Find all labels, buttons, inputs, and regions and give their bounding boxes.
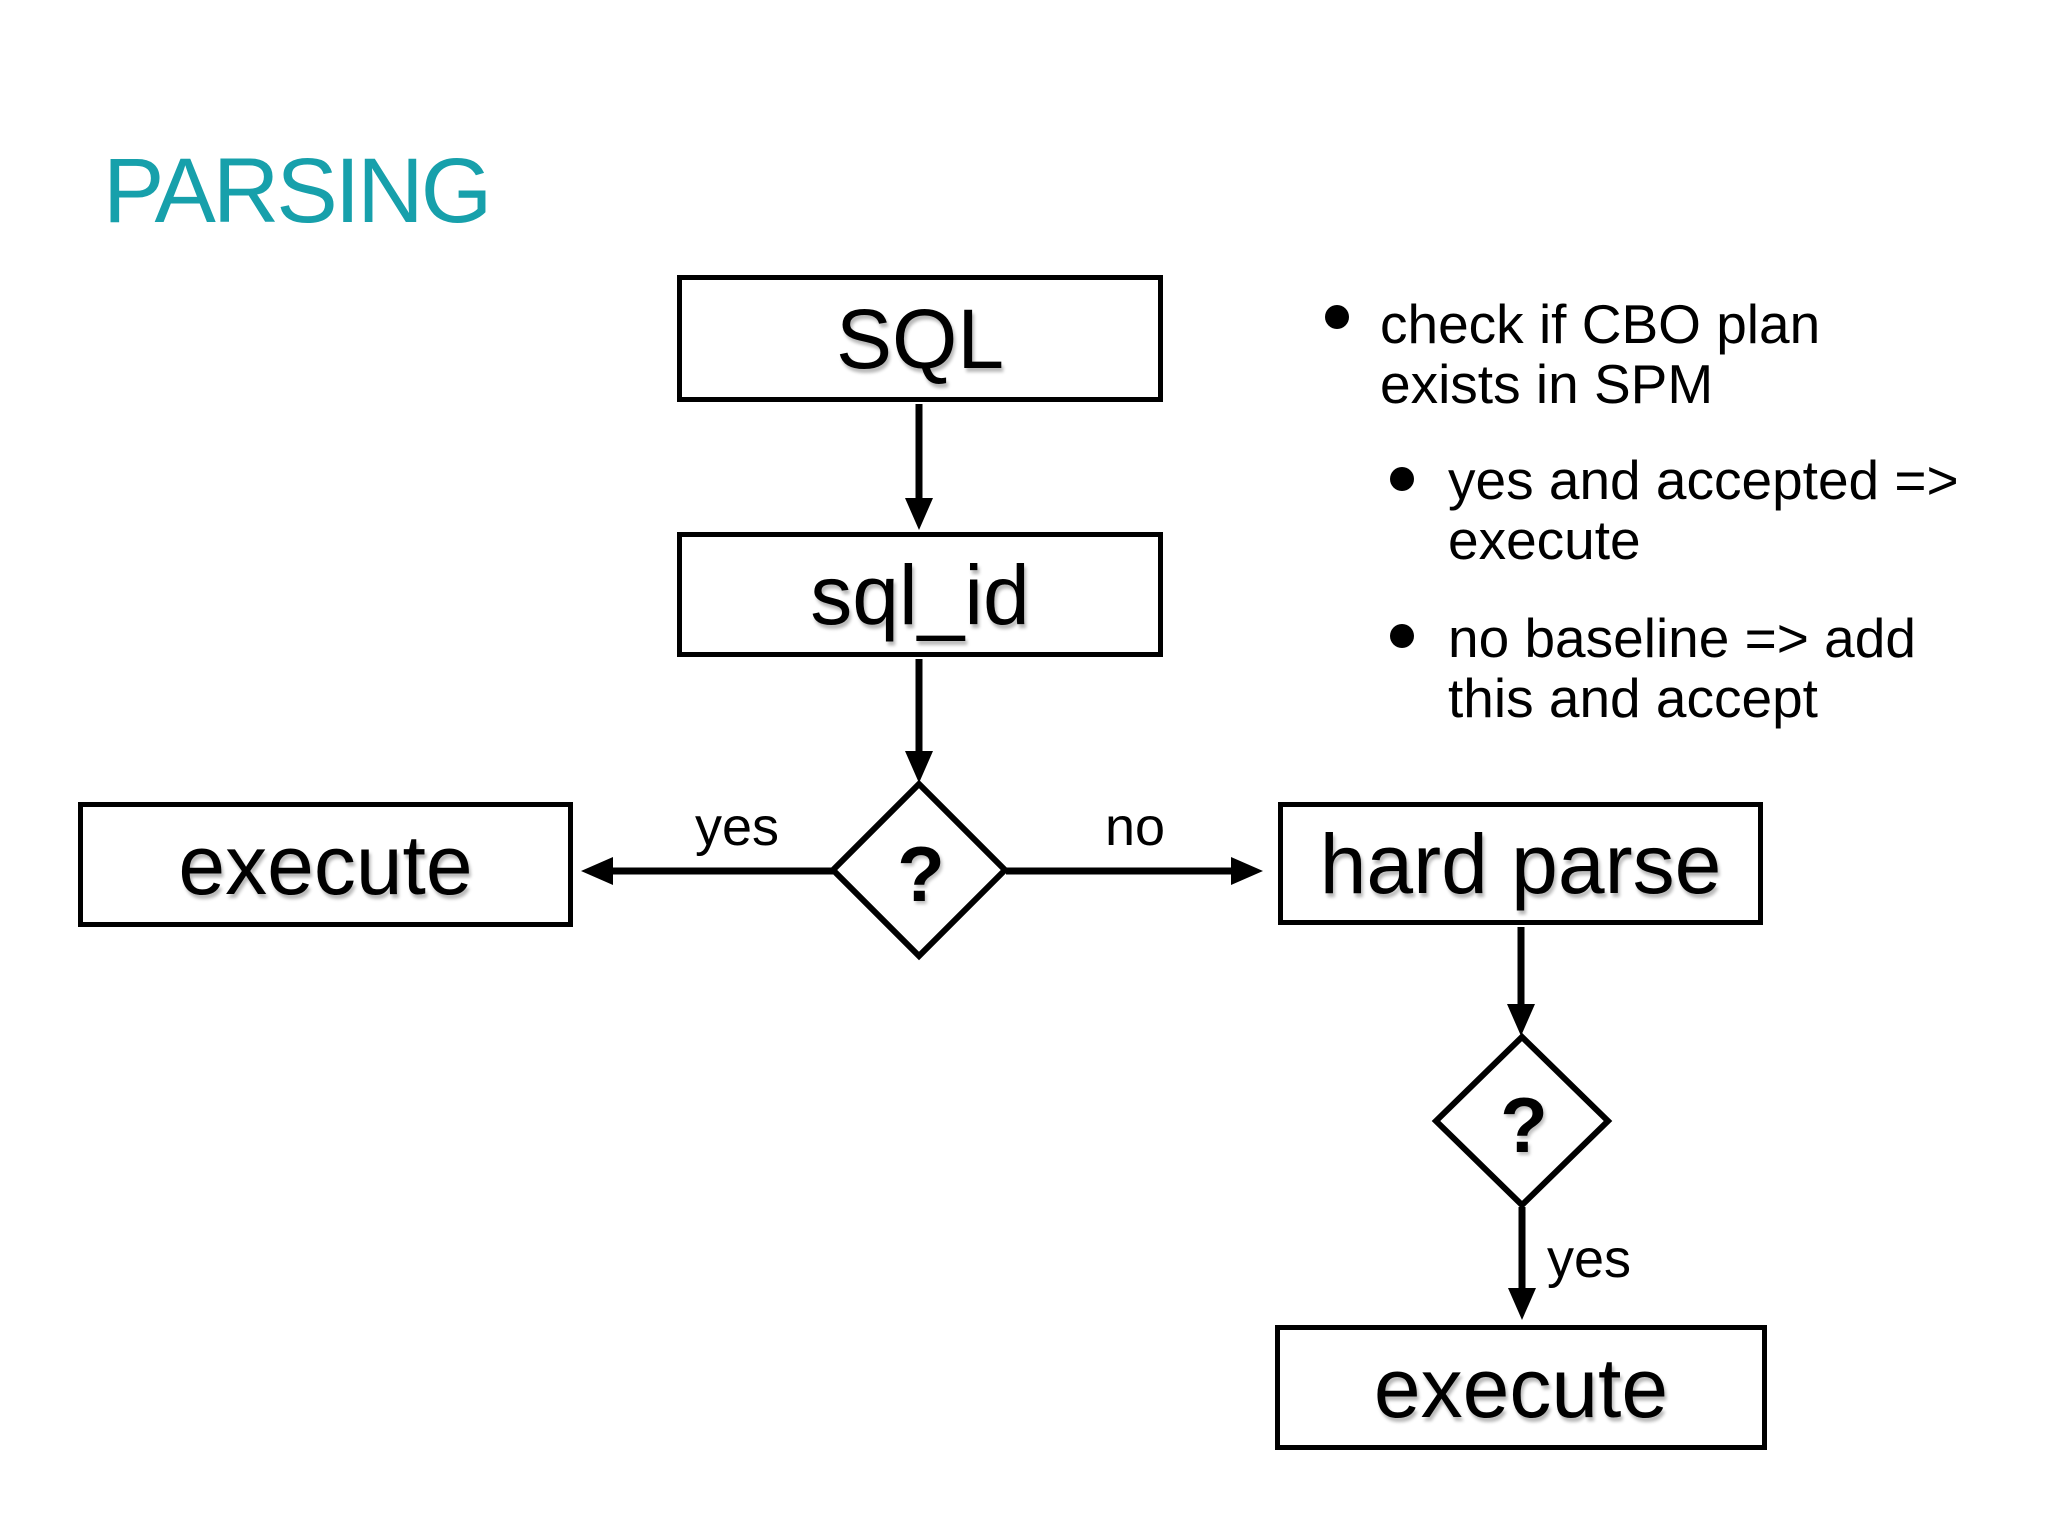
node-sql: SQL: [677, 275, 1163, 402]
edge-label-yes-bottom: yes: [1547, 1229, 1632, 1289]
bullet-line: yes and accepted =>: [1448, 449, 1959, 511]
node-execute-left: execute: [78, 802, 573, 927]
node-sql-id-label: sql_id: [810, 547, 1030, 642]
decision-1-label: ?: [897, 830, 945, 918]
bullet-item: yes and accepted => execute: [1448, 450, 1959, 570]
node-execute-bottom-label: execute: [1373, 1340, 1669, 1435]
bullet-line: exists in SPM: [1380, 353, 1714, 415]
node-sql-id: sql_id: [677, 532, 1163, 657]
node-hard-parse: hard parse: [1278, 802, 1763, 925]
page-title: PARSING: [103, 140, 492, 242]
decision-2-label: ?: [1500, 1081, 1548, 1169]
edge-label-yes-left: yes: [694, 797, 780, 857]
bullet-line: execute: [1448, 509, 1641, 571]
decision-diamond-1: [828, 779, 1010, 961]
edge-label-no-right: no: [1104, 797, 1166, 857]
node-hard-parse-label: hard parse: [1319, 816, 1722, 911]
bullet-dot: [1390, 624, 1414, 648]
decision-diamond-2: [1431, 1032, 1613, 1210]
bullet-item: check if CBO plan exists in SPM: [1380, 294, 1820, 414]
bullet-item: no baseline => add this and accept: [1448, 608, 1916, 728]
bullet-line: this and accept: [1448, 667, 1818, 729]
node-sql-label: SQL: [835, 291, 1005, 386]
bullet-line: check if CBO plan: [1380, 293, 1821, 355]
bullet-line: no baseline => add: [1448, 607, 1916, 669]
bullet-dot: [1325, 305, 1349, 329]
node-execute-bottom: execute: [1275, 1325, 1767, 1450]
bullet-dot: [1390, 467, 1414, 491]
node-execute-left-label: execute: [178, 817, 473, 912]
